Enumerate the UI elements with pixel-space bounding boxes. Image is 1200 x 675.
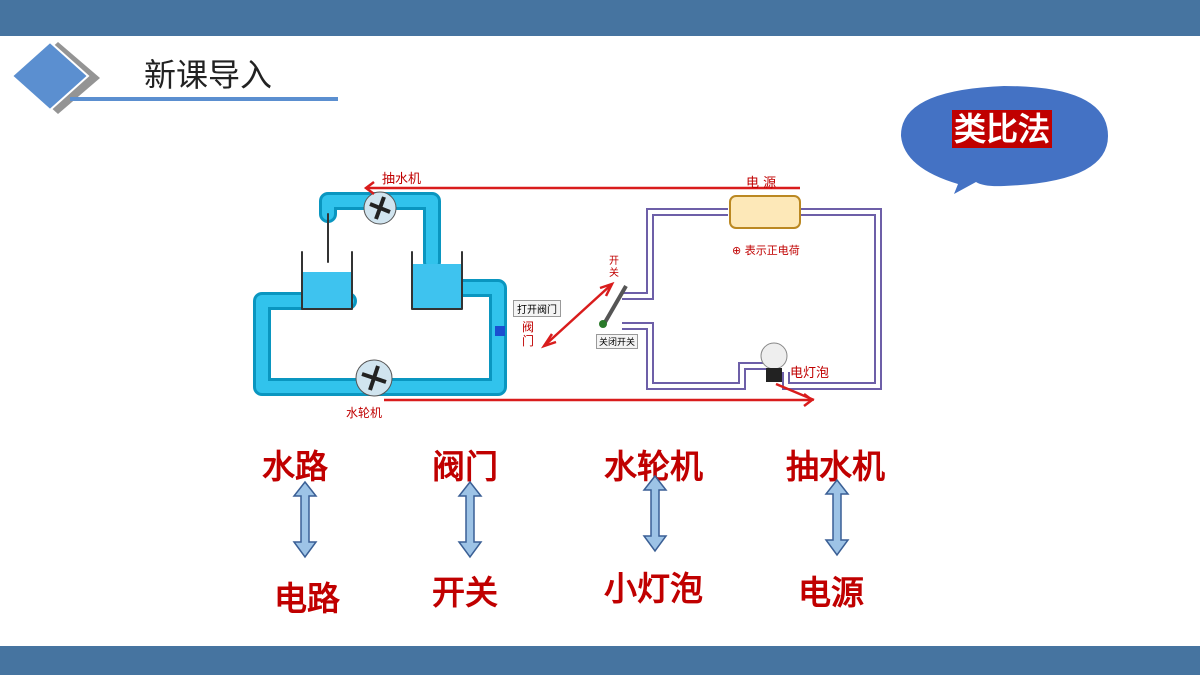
method-label: 类比法 xyxy=(952,110,1053,148)
positive-charge-label: ⊕ 表示正电荷 xyxy=(732,244,800,257)
circuit-wires xyxy=(622,208,882,390)
bulb-label: 电灯泡 xyxy=(790,366,830,381)
double-arrow-icon xyxy=(292,480,318,559)
close-switch-label: 关闭开关 xyxy=(596,334,639,349)
bulb-icon xyxy=(760,342,788,370)
analogy-water-2: 阀门 xyxy=(432,447,498,486)
double-arrow-icon xyxy=(824,478,850,557)
switch-lever xyxy=(602,284,628,326)
source-label: 电 源 xyxy=(746,176,777,191)
right-tank-water xyxy=(413,264,461,308)
analogy-electric-3: 小灯泡 xyxy=(604,569,703,608)
analogy-water-1: 水路 xyxy=(262,447,328,486)
bottom-bar xyxy=(0,646,1200,675)
valve-label: 阀 门 xyxy=(522,320,535,348)
double-arrow-icon xyxy=(642,474,668,553)
arrow-bulb xyxy=(775,382,815,402)
header-diamond-icon xyxy=(10,40,338,114)
valve-icon xyxy=(495,326,505,336)
turbine-label: 水轮机 xyxy=(346,406,383,420)
arrow-middle xyxy=(543,283,613,347)
pump-label: 抽水机 xyxy=(382,172,422,187)
open-valve-label: 打开阀门 xyxy=(513,300,561,317)
analogy-water-4: 抽水机 xyxy=(786,447,885,486)
double-arrow-icon xyxy=(457,480,483,559)
analogy-electric-1: 电路 xyxy=(274,579,340,618)
top-bar xyxy=(0,0,1200,36)
analogy-electric-4: 电源 xyxy=(798,573,864,612)
left-tank-water xyxy=(303,272,351,308)
switch-label: 开 关 xyxy=(609,256,619,279)
page-title: 新课导入 xyxy=(144,56,273,94)
analogy-electric-2: 开关 xyxy=(432,573,498,612)
battery-icon xyxy=(729,195,801,229)
